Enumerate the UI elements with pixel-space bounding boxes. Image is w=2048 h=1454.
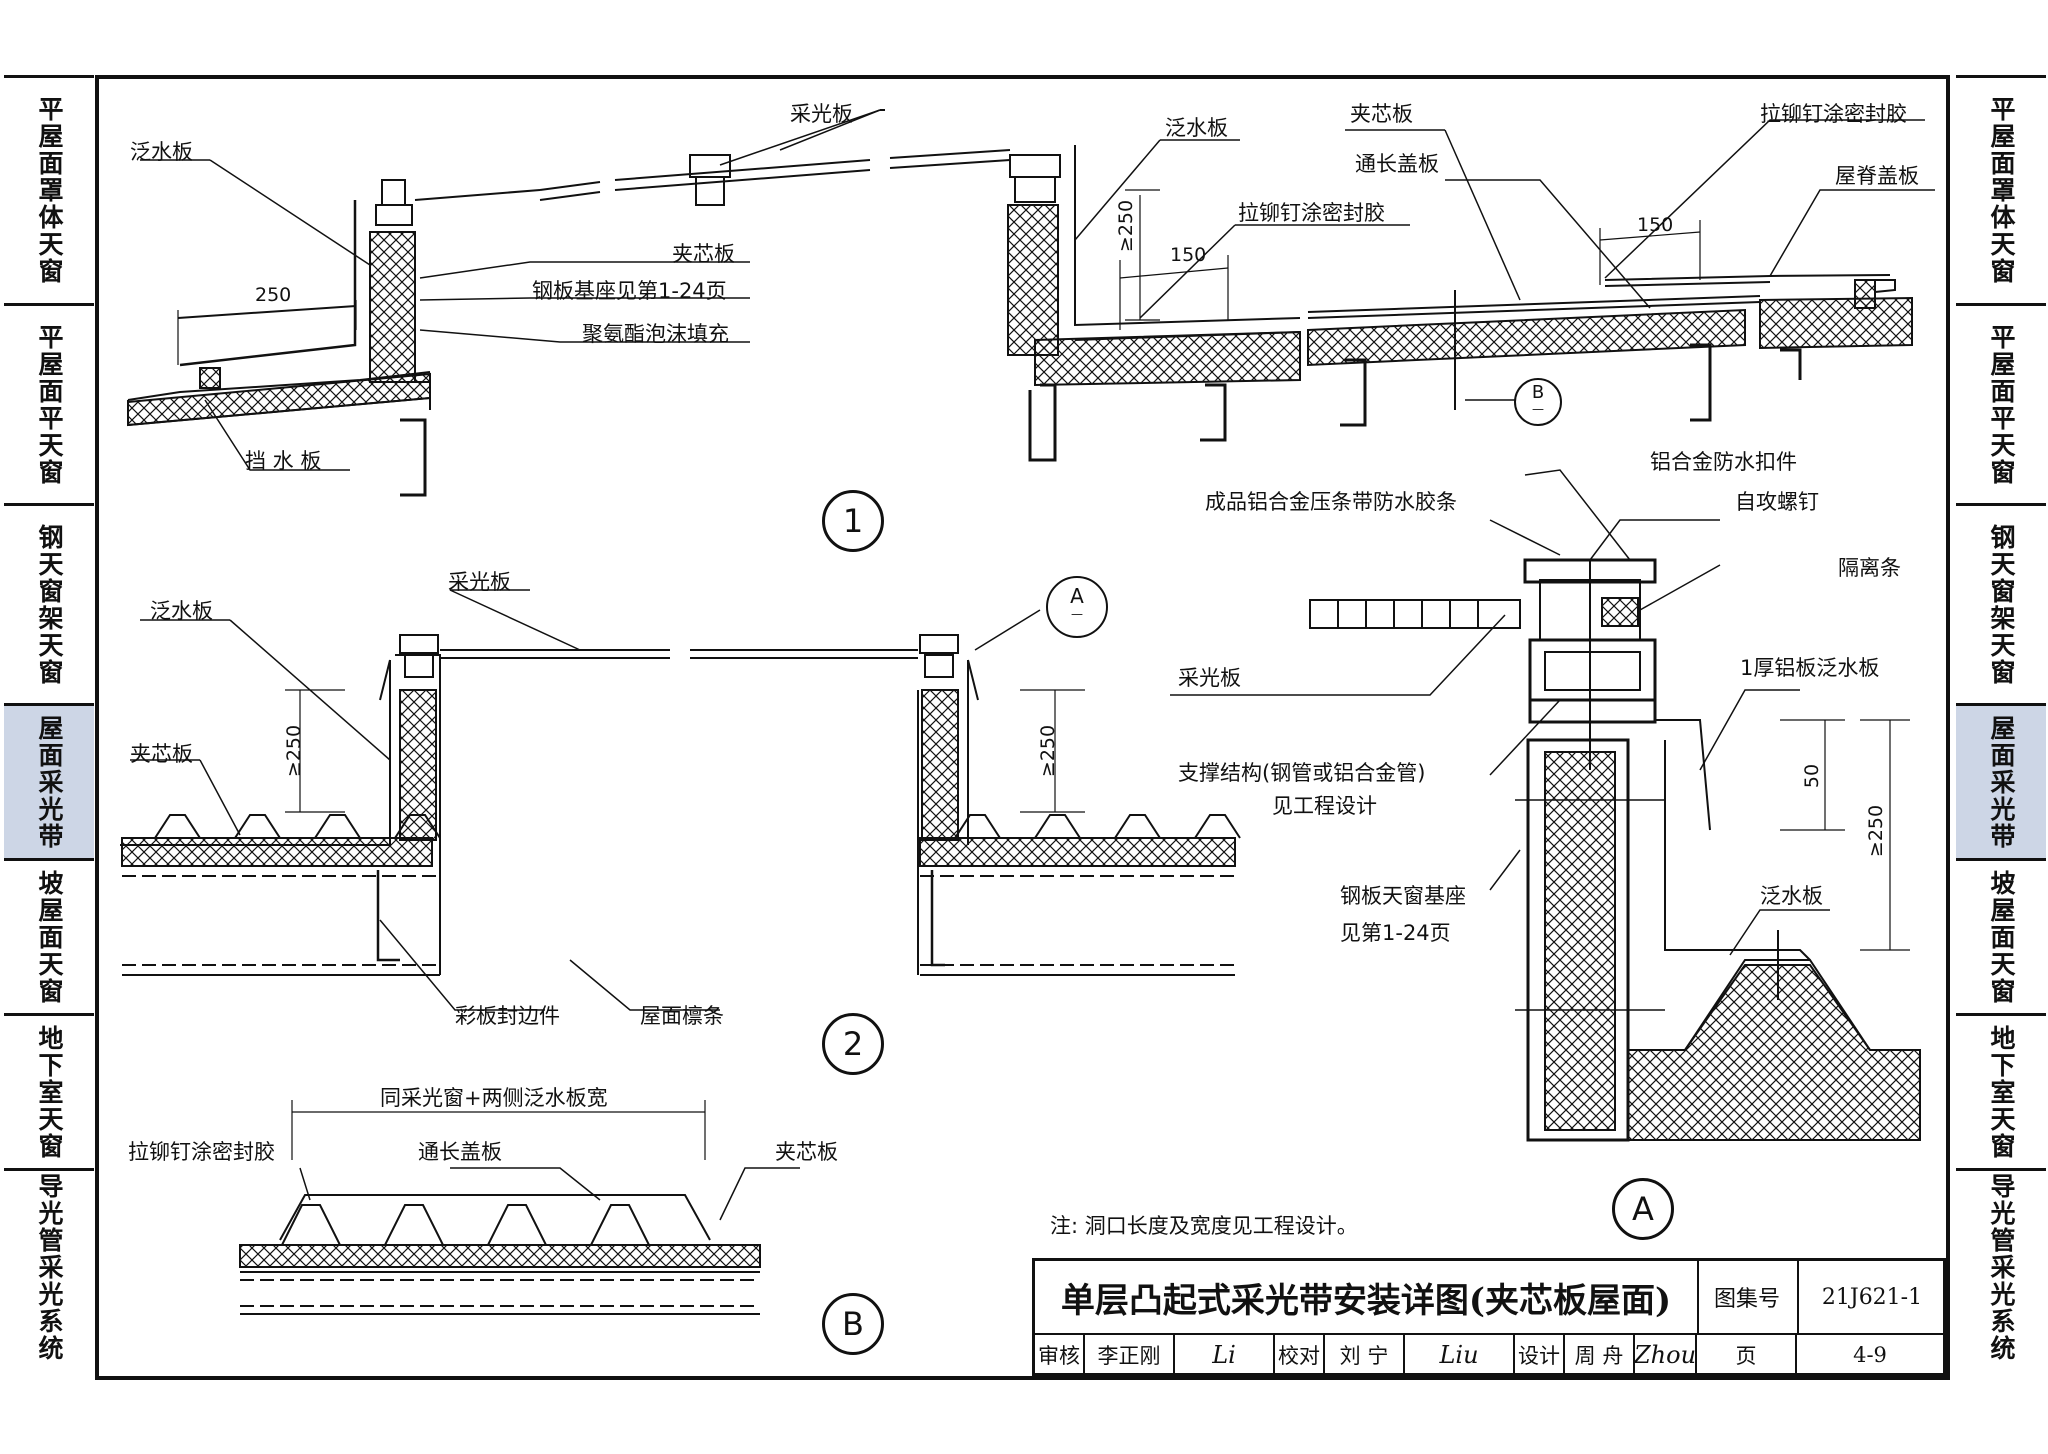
label-sandwich-2: 夹芯板 — [130, 742, 193, 766]
label-a-strip: 成品铝合金压条带防水胶条 — [1205, 490, 1457, 514]
dim-ge250-2r: ≥250 — [1037, 724, 1060, 778]
side-tab-1[interactable]: 平屋面罩体天窗 — [1956, 75, 2046, 303]
side-tab-5[interactable]: 坡屋面天窗 — [1956, 858, 2046, 1013]
ridge-detail — [1307, 119, 1935, 427]
label-a-support-2: 见工程设计 — [1272, 794, 1377, 818]
dim-ge250-a: ≥250 — [1115, 199, 1138, 253]
label-a-al-flashing: 1厚铝板泛水板 — [1740, 656, 1880, 680]
detail-number-1: 1 — [822, 490, 884, 552]
label-b-width: 同采光窗+两侧泛水板宽 — [380, 1086, 608, 1110]
detail-letter-B: B — [822, 1293, 884, 1355]
page-label: 页 — [1697, 1333, 1797, 1376]
detail2-section — [120, 589, 1241, 1011]
label-flashing-left: 泛水板 — [130, 140, 193, 164]
detail1-daylight-panel — [539, 109, 1011, 206]
side-tab-4[interactable]: 屋面采光带 — [1956, 703, 2046, 858]
side-tab-6[interactable]: 地下室天窗 — [4, 1013, 94, 1168]
label-purlin: 屋面檩条 — [640, 1004, 724, 1028]
label-edge-seal: 彩板封边件 — [455, 1004, 560, 1028]
detailB-section — [239, 1100, 800, 1315]
note-text: 注: 洞口长度及宽度见工程设计。 — [1050, 1214, 1358, 1238]
detail-letter-A: A — [1612, 1178, 1674, 1240]
callout-A-letter: A — [1070, 584, 1084, 608]
side-tab-7[interactable]: 导光管采光系统 — [4, 1168, 94, 1363]
checker-name: 刘 宁 — [1325, 1333, 1405, 1376]
label-daylight-panel-1: 采光板 — [790, 102, 853, 126]
page-number: 4-9 — [1853, 1342, 1887, 1367]
callout-A-sub: — — [1071, 607, 1083, 621]
callout-B-sub: — — [1532, 402, 1544, 416]
side-tab-3[interactable]: 钢天窗架天窗 — [1956, 503, 2046, 703]
atlas-label: 图集号 — [1697, 1261, 1799, 1333]
side-tab-3[interactable]: 钢天窗架天窗 — [4, 503, 94, 703]
detailA-section — [1170, 469, 1921, 1142]
dim-ge250-2l: ≥250 — [283, 724, 306, 778]
review-label: 审核 — [1035, 1333, 1085, 1376]
label-daylight-panel-2: 采光板 — [448, 570, 511, 594]
side-tab-6[interactable]: 地下室天窗 — [1956, 1013, 2046, 1168]
label-a-daylight-panel: 采光板 — [1178, 666, 1241, 690]
side-tab-7[interactable]: 导光管采光系统 — [1956, 1168, 2046, 1363]
side-tab-5[interactable]: 坡屋面天窗 — [4, 858, 94, 1013]
label-steel-base: 钢板基座见第1-24页 — [532, 279, 727, 303]
label-rivet-sealant-1: 拉铆钉涂密封胶 — [1238, 201, 1385, 225]
label-ridge-cap: 屋脊盖板 — [1835, 164, 1919, 188]
label-flashing-2: 泛水板 — [150, 599, 213, 623]
dim-150-a: 150 — [1170, 244, 1207, 266]
designer-name: 周 舟 — [1565, 1333, 1635, 1376]
label-a-base-2: 见第1-24页 — [1340, 921, 1451, 945]
label-b-cover: 通长盖板 — [418, 1140, 502, 1164]
dim-150-ridge: 150 — [1637, 214, 1674, 236]
label-a-self-tap: 自攻螺钉 — [1735, 490, 1819, 514]
drawing-title: 单层凸起式采光带安装详图(夹芯板屋面) — [1035, 1261, 1699, 1333]
dim-250-a: 250 — [255, 284, 292, 306]
detail-number-2: 2 — [822, 1013, 884, 1075]
dim-a-50: 50 — [1801, 763, 1824, 789]
label-ridge-rivet: 拉铆钉涂密封胶 — [1760, 102, 1907, 126]
label-a-support-1: 支撑结构(钢管或铝合金管) — [1178, 761, 1426, 785]
detail1-left-curb — [127, 159, 750, 497]
label-water-stop: 挡 水 板 — [245, 449, 322, 473]
label-b-sandwich: 夹芯板 — [775, 1140, 838, 1164]
callout-A[interactable]: A — — [1046, 576, 1108, 638]
atlas-number: 21J621-1 — [1821, 1284, 1923, 1310]
label-sandwich-1: 夹芯板 — [672, 242, 735, 266]
label-a-flashing: 泛水板 — [1760, 884, 1823, 908]
check-label: 校对 — [1275, 1333, 1325, 1376]
label-ridge-sandwich: 夹芯板 — [1350, 102, 1413, 126]
side-tab-4[interactable]: 屋面采光带 — [4, 703, 94, 858]
callout-B-letter: B — [1531, 382, 1545, 403]
label-a-base-1: 钢板天窗基座 — [1340, 884, 1466, 908]
label-ridge-cover: 通长盖板 — [1355, 152, 1439, 176]
dim-a-ge250: ≥250 — [1865, 804, 1888, 858]
label-a-isolation: 隔离条 — [1838, 556, 1901, 580]
drawing-frame — [95, 75, 1950, 1380]
side-tab-2[interactable]: 平屋面平天窗 — [1956, 303, 2046, 503]
label-flashing-right: 泛水板 — [1165, 116, 1228, 140]
side-tab-2[interactable]: 平屋面平天窗 — [4, 303, 94, 503]
label-a-al-part: 铝合金防水扣件 — [1650, 450, 1797, 474]
side-tab-1[interactable]: 平屋面罩体天窗 — [4, 75, 94, 303]
label-b-rivet: 拉铆钉涂密封胶 — [128, 1140, 275, 1164]
reviewer-name: 李正刚 — [1085, 1333, 1175, 1376]
callout-B[interactable]: B — — [1514, 378, 1562, 426]
detail1-right-curb — [1007, 139, 1410, 462]
design-label: 设计 — [1515, 1333, 1565, 1376]
checker-signature: Liu — [1405, 1333, 1515, 1376]
title-block: 单层凸起式采光带安装详图(夹芯板屋面) 图集号 21J621-1 审核 李正刚 … — [1032, 1258, 1946, 1376]
label-pu-foam: 聚氨酯泡沫填充 — [582, 322, 729, 346]
reviewer-signature: Li — [1175, 1333, 1275, 1376]
designer-signature: Zhou — [1634, 1333, 1697, 1376]
